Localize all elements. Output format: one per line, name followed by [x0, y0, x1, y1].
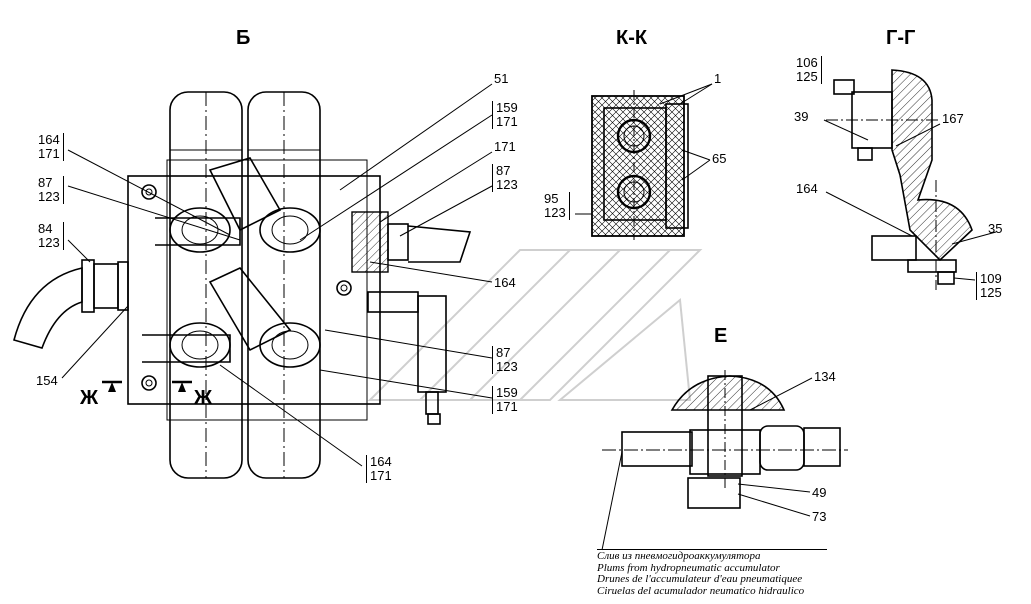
callout-164-171-left: 164 171 [38, 133, 64, 161]
view-title-b: Б [236, 27, 251, 49]
callout-65: 65 [712, 151, 727, 166]
drain-caption: Слив из пневмогидроаккумулятора Plums fr… [597, 549, 827, 597]
callout-87-123-top-right: 87 123 [492, 164, 518, 192]
callout-171-bottom: 171 [496, 399, 518, 414]
callout-164-left: 164 [38, 132, 60, 147]
callout-164-mid: 164 [494, 275, 516, 290]
caption-line-en: Plums from hydropneumatic accumulator [597, 561, 780, 574]
callout-1: 1 [714, 71, 722, 86]
callout-35: 35 [988, 221, 1003, 236]
callout-171-bottom: 171 [370, 468, 392, 483]
callout-123-left: 123 [38, 189, 60, 204]
view-title-gg: Г-Г [886, 27, 916, 49]
callout-159-top: 159 [496, 100, 518, 115]
callout-164-gg: 164 [796, 181, 818, 196]
callout-87-123-bottom: 87 123 [492, 346, 518, 374]
callout-109-125: 109 125 [976, 272, 1002, 300]
callout-159-bottom: 159 [496, 385, 518, 400]
callout-167: 167 [942, 111, 964, 126]
view-e-drawing [601, 370, 848, 551]
caption-line-ru: Слив из пневмогидроаккумулятора [597, 549, 827, 563]
callout-123-95: 123 [544, 205, 566, 220]
caption-line-es: Ciruelas del acumulador neumatico hidrau… [597, 584, 805, 597]
callout-95-123: 95 123 [544, 192, 570, 220]
callout-84-123: 84 123 [38, 222, 64, 250]
callout-51: 51 [494, 71, 509, 86]
callout-87-top-right: 87 [496, 163, 511, 178]
callout-106-125: 106 125 [796, 56, 822, 84]
watermark-logo [367, 249, 703, 401]
callout-123-top-right: 123 [496, 177, 518, 192]
callout-49: 49 [812, 485, 827, 500]
caption-line-fr: Drunes de l'accumulateur d'eau pneumatiq… [597, 573, 803, 585]
callout-123-84: 123 [38, 235, 60, 250]
callout-95: 95 [544, 191, 559, 206]
callout-73: 73 [812, 509, 827, 524]
callout-125-106: 125 [796, 69, 818, 84]
section-mark-left: Ж [80, 387, 99, 409]
callout-159-171-bottom: 159 171 [492, 386, 518, 414]
callout-164-bottom: 164 [370, 454, 392, 469]
callout-125-109: 125 [980, 285, 1002, 300]
callout-87-left: 87 [38, 175, 53, 190]
view-title-e: Е [714, 325, 728, 347]
view-b-drawing [13, 91, 472, 479]
callout-109: 109 [980, 271, 1002, 286]
callout-84: 84 [38, 221, 53, 236]
callout-159-171-top: 159 171 [492, 101, 518, 129]
callout-154: 154 [36, 373, 58, 388]
callout-171-left: 171 [38, 146, 60, 161]
section-mark-right: Ж [194, 387, 213, 409]
view-b-leaders [61, 83, 493, 467]
callout-106: 106 [796, 55, 818, 70]
view-kk-drawing [575, 83, 713, 240]
callout-87-bottom: 87 [496, 345, 511, 360]
callout-39: 39 [794, 109, 809, 124]
callout-134: 134 [814, 369, 836, 384]
callout-87-123-left: 87 123 [38, 176, 64, 204]
callout-171-top: 171 [496, 114, 518, 129]
view-title-kk: К-К [616, 27, 648, 49]
callout-164-171-bottom: 164 171 [366, 455, 392, 483]
callout-171-mid: 171 [494, 139, 516, 154]
callout-123-bottom: 123 [496, 359, 518, 374]
view-gg-drawing [823, 69, 997, 290]
